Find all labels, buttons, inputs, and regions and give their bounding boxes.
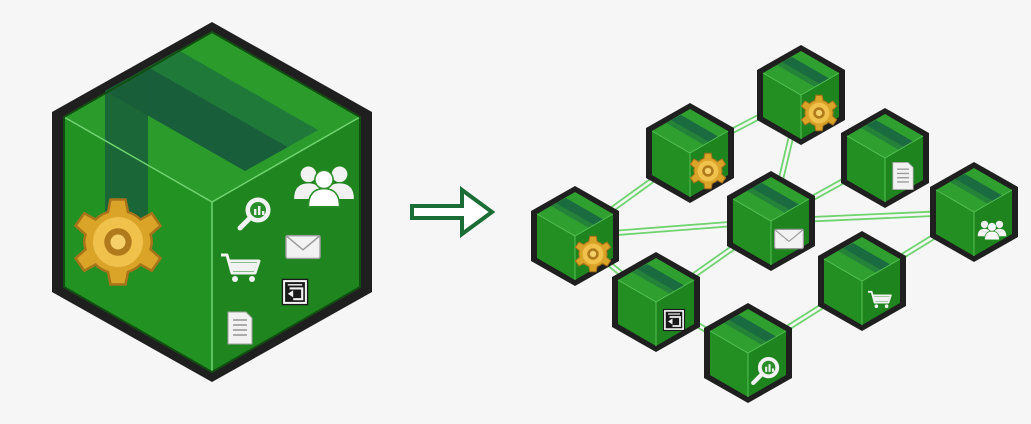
report-icon (662, 308, 686, 332)
microservice-box-bottom (703, 302, 793, 404)
microservice-box-far-right (929, 161, 1019, 263)
document-icon (227, 311, 253, 345)
microservice-box-center (726, 170, 816, 272)
mail-icon (285, 234, 321, 260)
microservice-box-lower-left (611, 251, 701, 353)
microservice-box-top (756, 44, 846, 146)
mail-icon (773, 228, 805, 250)
microservice-box-upper-left (645, 102, 735, 204)
report-icon (281, 278, 309, 306)
outline-arrow-icon (410, 188, 494, 236)
microservice-box-left (530, 185, 620, 287)
document-icon (892, 161, 914, 191)
microservice-box-lower-right (817, 230, 907, 332)
microservice-box-upper-right (840, 107, 930, 209)
microservice-cluster (530, 44, 1019, 404)
